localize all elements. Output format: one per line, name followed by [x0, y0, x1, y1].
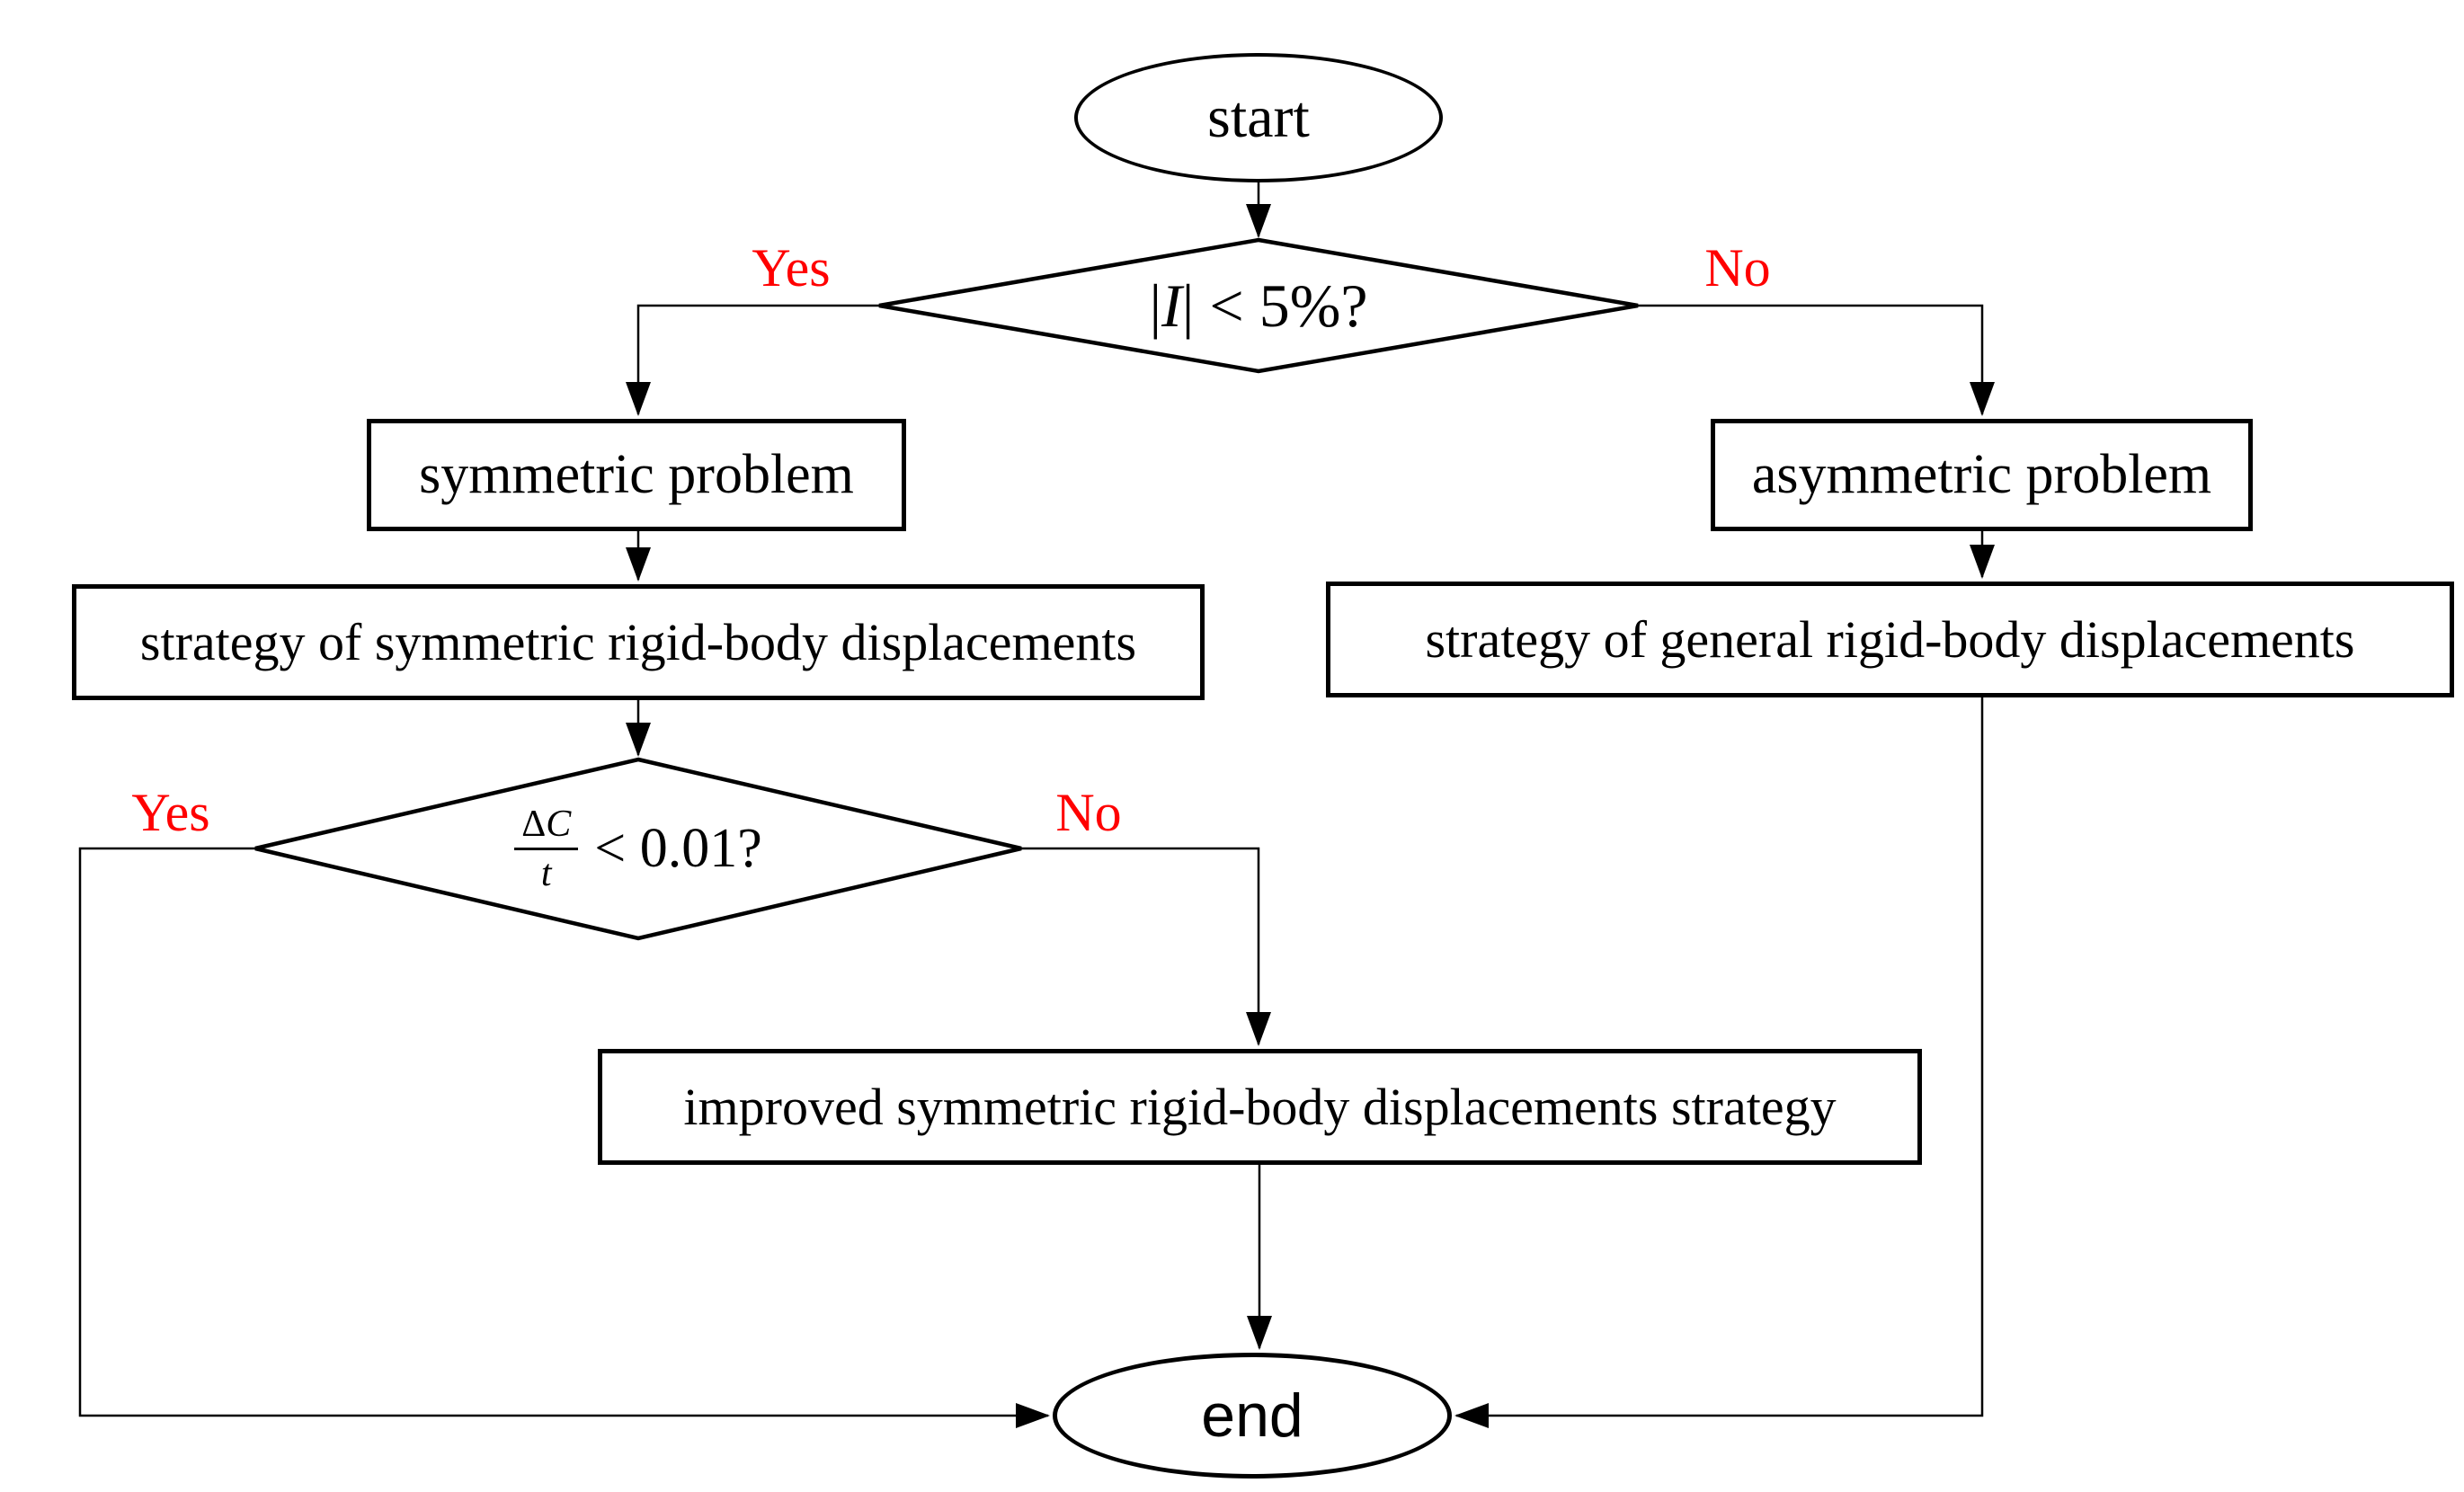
edge-decision2-yes-to-end [78, 847, 1050, 1428]
edge-strategy-general-to-end [1454, 697, 1984, 1428]
decision1-no-label: No [1704, 238, 1771, 298]
edge-decision1-no-to-asymmetric [1638, 304, 1995, 416]
node-improved-strategy: improved symmetric rigid-body displaceme… [598, 1049, 1922, 1165]
node-symmetric-problem: symmetric problem [367, 419, 906, 531]
strategy-symmetric-label: strategy of symmetric rigid-body displac… [139, 612, 1137, 671]
edge-decision1-yes-to-symmetric [626, 304, 879, 416]
node-asymmetric-problem: asymmetric problem [1711, 419, 2253, 531]
decision2-diamond [254, 757, 1022, 941]
node-strategy-general: strategy of general rigid-body displacem… [1326, 582, 2454, 697]
decision2-yes-label: Yes [131, 783, 210, 842]
decision1-diamond [878, 237, 1639, 374]
decision2-no-label: No [1055, 783, 1122, 842]
asymmetric-problem-label: asymmetric problem [1751, 444, 2212, 506]
edge-decision2-no-to-improved [1021, 847, 1271, 1046]
start-label: start [1207, 84, 1310, 150]
node-end: end [1053, 1353, 1452, 1479]
strategy-general-label: strategy of general rigid-body displacem… [1425, 609, 2355, 669]
improved-strategy-label: improved symmetric rigid-body displaceme… [683, 1077, 1837, 1136]
decision1-yes-label: Yes [752, 238, 831, 298]
end-label: end [1201, 1381, 1303, 1450]
node-start: start [1074, 53, 1443, 182]
symmetric-problem-label: symmetric problem [419, 444, 854, 506]
node-strategy-symmetric: strategy of symmetric rigid-body displac… [72, 584, 1205, 700]
